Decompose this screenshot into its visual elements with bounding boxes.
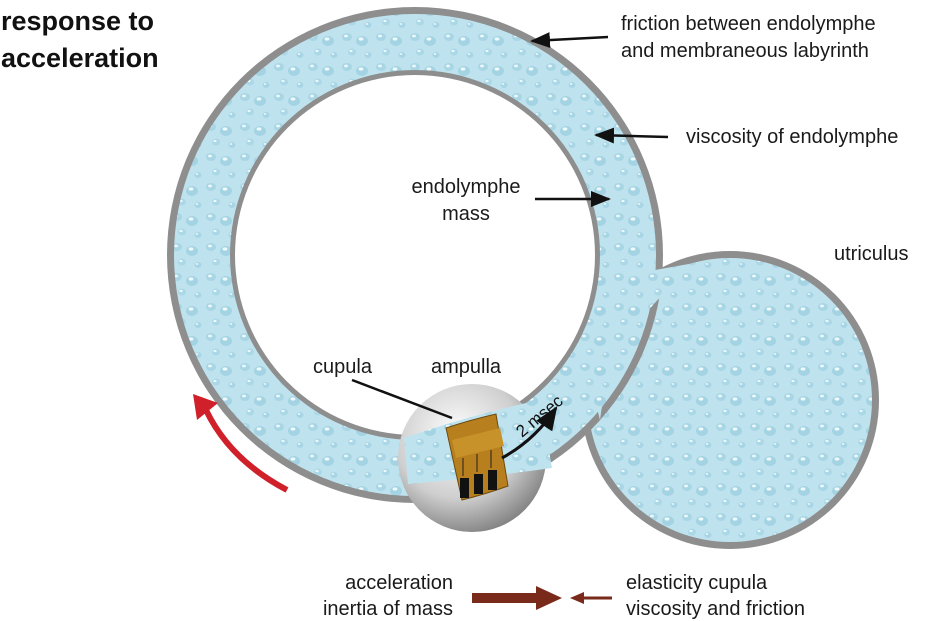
cupula — [445, 413, 509, 501]
utriculus-sac — [581, 251, 879, 549]
friction-pointer-arrow — [530, 32, 609, 49]
semicircular-canal — [167, 7, 663, 503]
acceleration-label: acceleration — [345, 572, 453, 594]
resistance-force-arrow — [570, 592, 612, 604]
friction-label-line-1: friction between endolymphe — [621, 13, 876, 35]
rotation-direction-arrow — [193, 394, 289, 493]
inertia-label: inertia of mass — [323, 598, 453, 620]
cupula-pointer-line — [351, 378, 453, 420]
viscosity-pointer-arrow — [594, 127, 669, 144]
mass-label-line-1: endolymphe — [412, 176, 521, 198]
viscosity-label: viscosity of endolymphe — [686, 126, 898, 148]
friction-label-line-2: and membraneous labyrinth — [621, 40, 869, 62]
elasticity-label: elasticity cupula — [626, 572, 768, 594]
ampulla-label: ampulla — [431, 356, 502, 378]
viscosity-friction-label: viscosity and friction — [626, 598, 805, 620]
title-line-2: acceleration — [1, 43, 159, 73]
inertia-force-arrow — [472, 586, 562, 610]
time-arrow — [501, 405, 558, 460]
utriculus-label: utriculus — [834, 243, 908, 265]
cupula-label: cupula — [313, 356, 373, 378]
title-line-1: response to — [1, 6, 154, 36]
canal-utriculus-junction — [585, 262, 700, 420]
mass-label-line-2: mass — [442, 203, 490, 225]
